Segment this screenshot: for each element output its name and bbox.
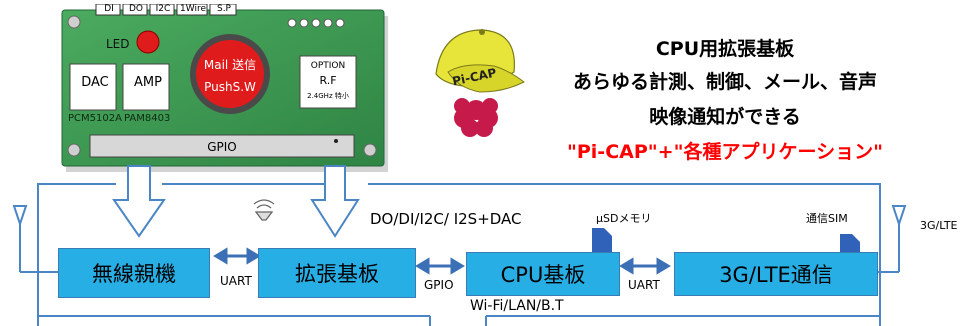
bus-label: DO/DI/I2C/ I2S+DAC [370,210,522,228]
sd-label: μSDメモリ [596,212,652,225]
headline-line3: 映像通知ができる [649,106,801,128]
down-arrows [112,165,360,238]
amp-label: AMP [134,75,162,90]
headline-line4: "Pi-CAP"+"各種アプリケーション" [566,141,884,163]
option-title: OPTION [310,61,346,71]
pin-tab-sp: S.P [216,4,231,14]
dac-chip [69,63,117,111]
push-button [196,40,264,108]
pin-tab-di: DI [104,4,114,14]
option-rf: R.F [319,74,337,87]
down-arrow-left [112,165,166,238]
link-label-uart1: UART [220,274,252,288]
mount-hole [67,15,81,29]
link-label-gpio: GPIO [424,278,454,292]
dac-label: DAC [81,75,109,90]
button-label-line2: PushS.W [204,80,256,94]
antenna-right-icon [878,205,907,273]
link-label-uart2: UART [628,278,660,292]
down-arrow-right [310,165,360,238]
pin-tabs [95,4,237,16]
antenna-left-icon [12,205,58,273]
headline-line2: あらゆる計測、制御、メール、音声 [572,71,877,93]
sd-card-icon [592,228,612,252]
block-expansion: 拡張基板 [258,248,416,298]
mount-hole [67,143,81,157]
pin1-dot [334,139,338,143]
option-band: 2.4GHz 特小 [307,92,349,100]
headline-line1: CPU用拡張基板 [655,38,795,60]
board-illustration [61,4,388,172]
amp-chip-label: PAM8403 [124,113,171,124]
antenna-right-label: 3G/LTE [920,219,958,232]
sim-label: 通信SIM [806,212,848,225]
cap-icon [435,29,525,93]
option-module [299,55,357,109]
pin-header-row [287,18,345,28]
pin-tab-i2c: I2C [155,4,171,14]
speaker-icon [253,199,275,221]
pin-tab-1wire: 1Wire [180,4,206,14]
block-cpu: CPU基板 [466,252,620,296]
block-wireless: 無線親機 [58,248,210,298]
block-lte: 3G/LTE通信 [674,252,878,296]
amp-chip [122,63,170,111]
pin-tab-do: DO [128,4,143,14]
raspberry-icon [454,98,498,137]
gpio-label: GPIO [207,140,237,154]
button-label-line1: Mail 送信 [203,58,257,72]
dac-chip-label: PCM5102A [68,113,122,124]
led-label: LED [106,37,130,51]
cpu-sub-label: Wi-Fi/LAN/B.T [470,298,564,314]
pi-cap-logo [435,29,525,137]
gpio-header [89,134,355,158]
led-icon [136,30,160,54]
mount-hole [363,143,377,157]
